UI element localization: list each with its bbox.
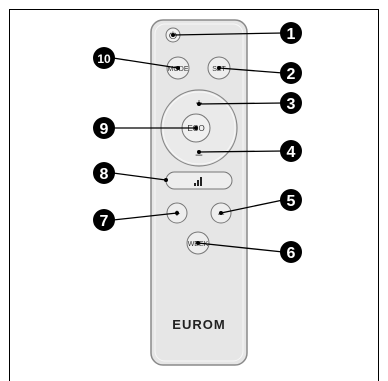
- svg-text:2: 2: [287, 66, 296, 83]
- svg-text:8: 8: [100, 166, 109, 183]
- callout-3: 3: [280, 92, 302, 114]
- callout-8: 8: [93, 162, 115, 184]
- svg-text:7: 7: [100, 213, 109, 230]
- svg-text:9: 9: [100, 121, 109, 138]
- callout-6: 6: [280, 241, 302, 263]
- callout-5: 5: [280, 189, 302, 211]
- callout-9: 9: [93, 117, 115, 139]
- callout-10: 10: [93, 47, 115, 69]
- callout-2: 2: [280, 62, 302, 84]
- callout-7: 7: [93, 209, 115, 231]
- svg-text:1: 1: [287, 26, 296, 43]
- svg-text:4: 4: [287, 144, 296, 161]
- ring-minus-button[interactable]: –: [196, 147, 203, 161]
- signal-button[interactable]: [166, 172, 232, 189]
- svg-text:3: 3: [287, 96, 296, 113]
- svg-text:6: 6: [287, 245, 296, 262]
- minus-icon: –: [196, 147, 203, 161]
- svg-text:5: 5: [287, 193, 296, 210]
- remote-body: [151, 20, 247, 365]
- callout-1: 1: [280, 22, 302, 44]
- brand-logo: EUROM: [172, 317, 225, 332]
- callout-4: 4: [280, 140, 302, 162]
- svg-text:10: 10: [97, 52, 111, 66]
